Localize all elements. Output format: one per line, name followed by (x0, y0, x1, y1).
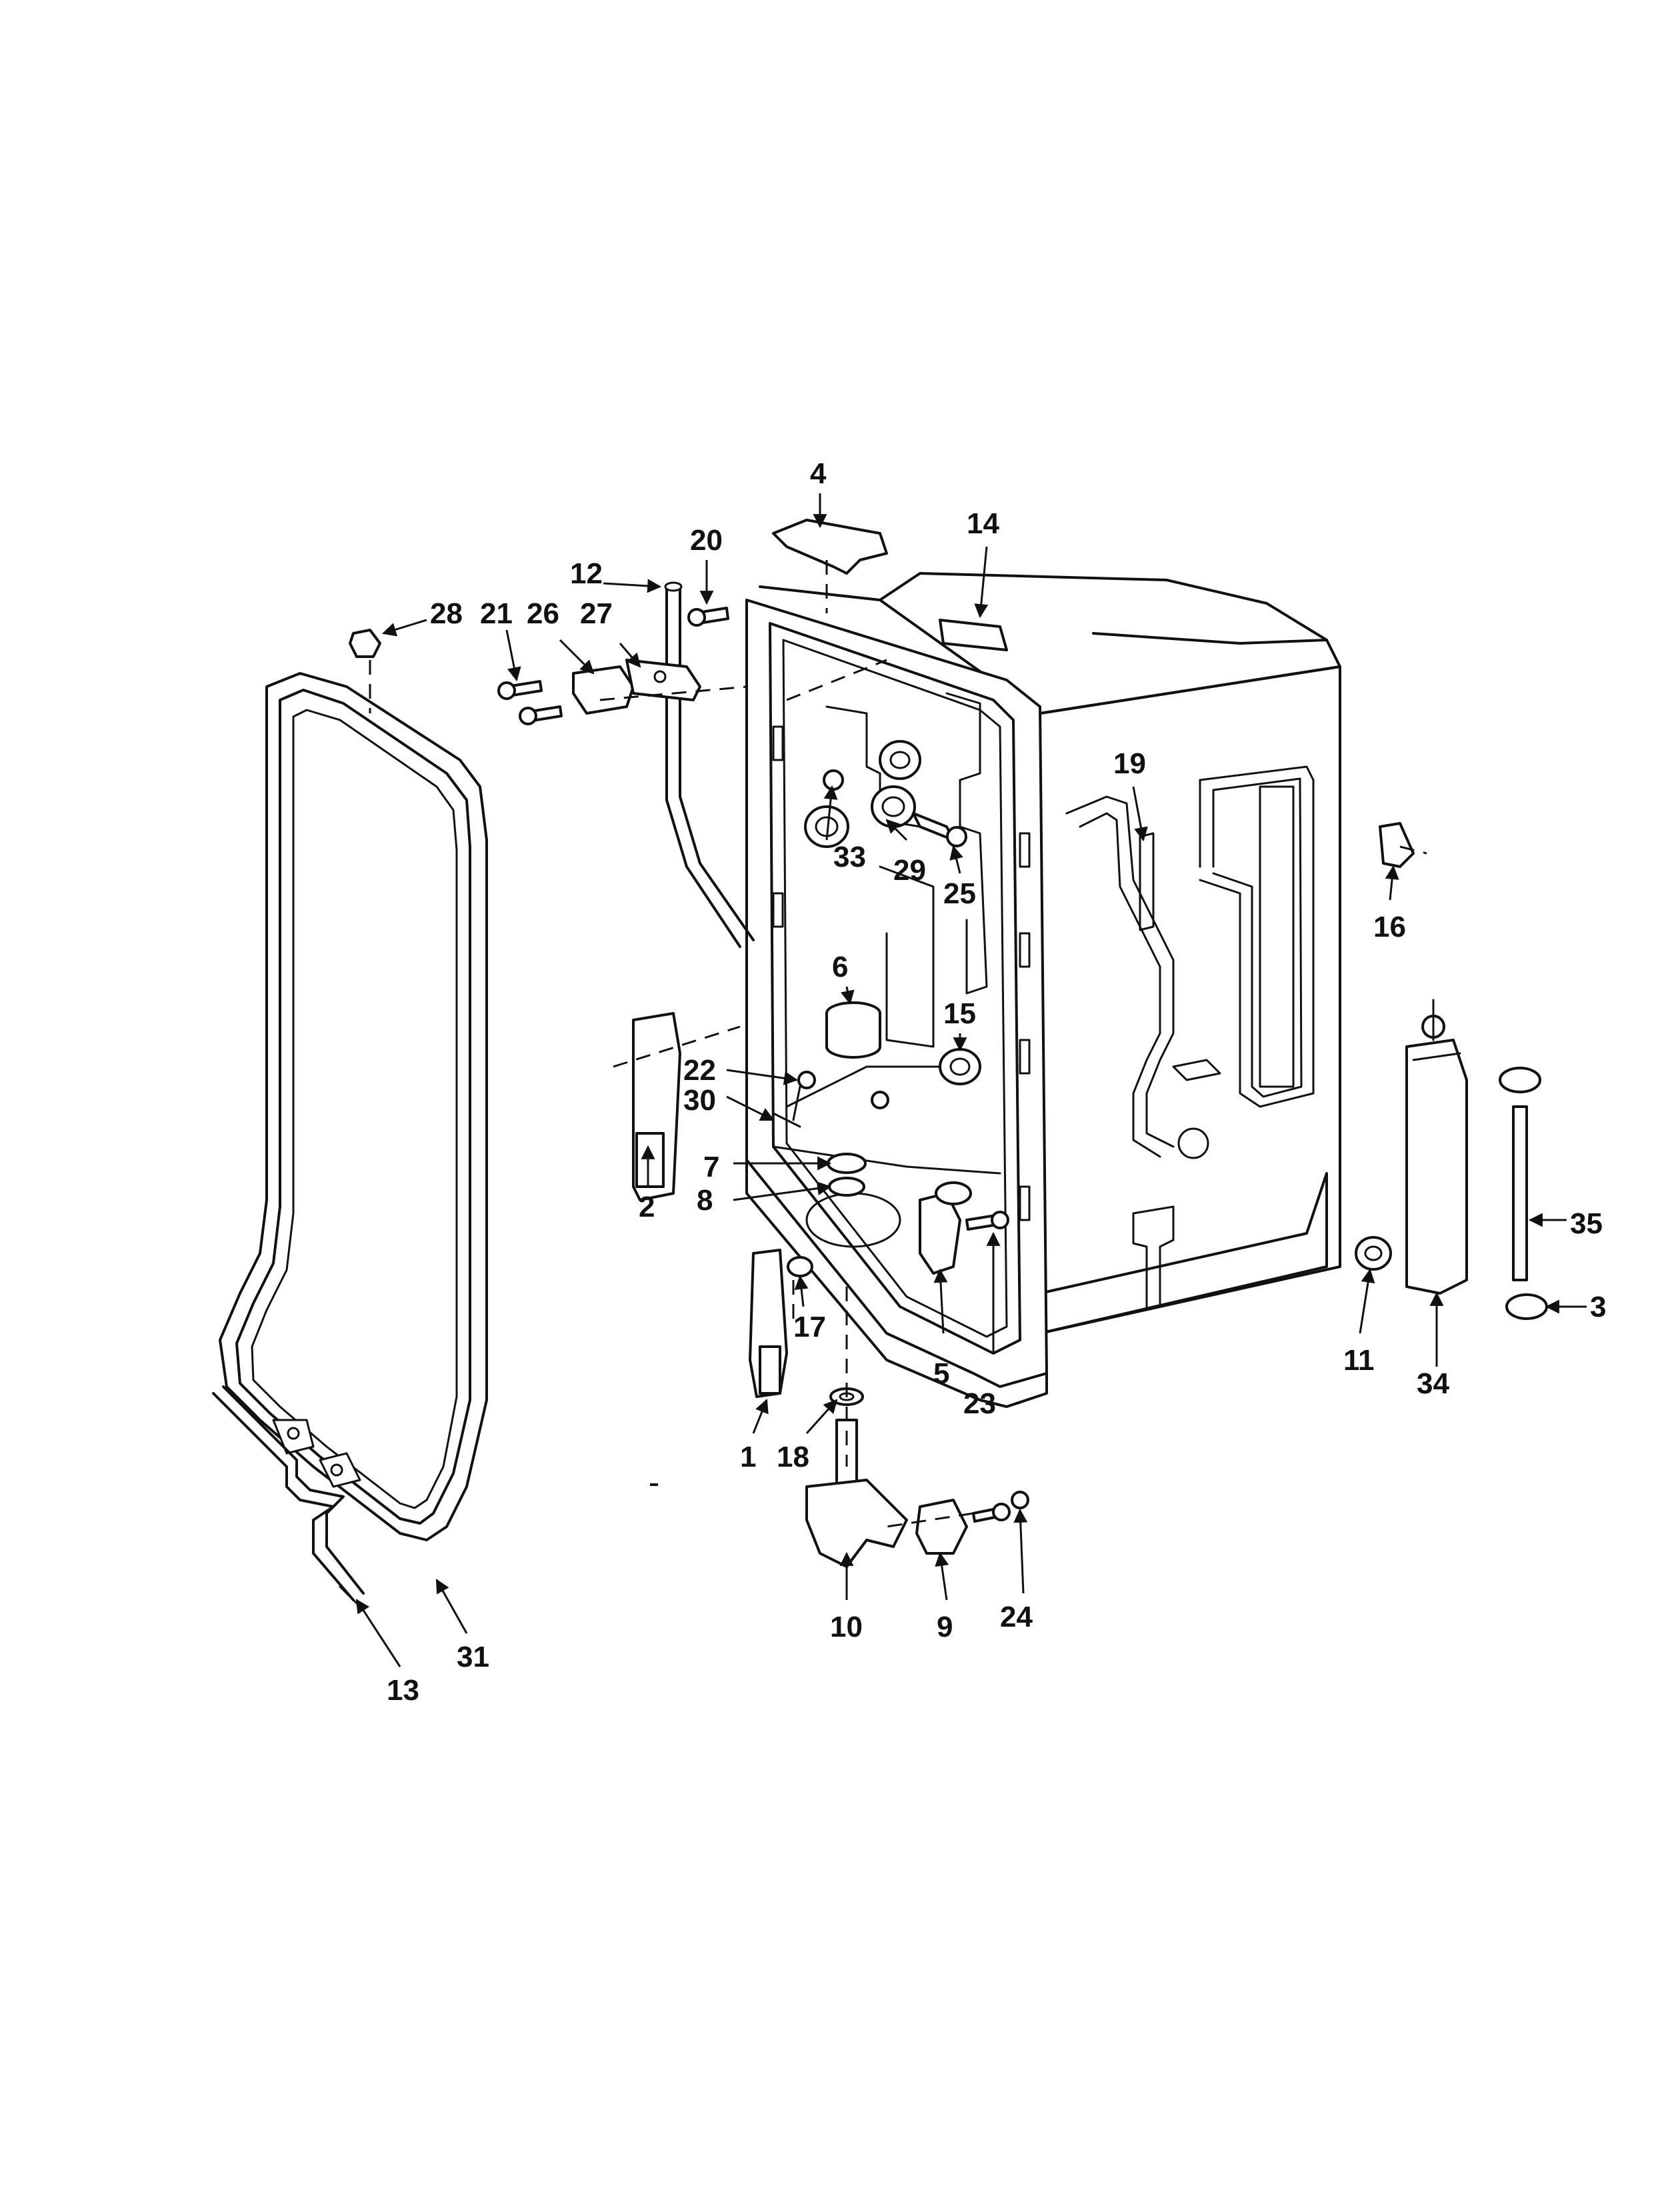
callout-26: 26 (527, 597, 559, 630)
callout-9: 9 (937, 1611, 953, 1643)
callout-28: 28 (430, 597, 463, 630)
callout-13: 13 (387, 1674, 419, 1707)
leader-lines (355, 493, 1587, 1667)
callout-17: 17 (793, 1311, 826, 1343)
callout-1: 1 (740, 1441, 756, 1473)
callout-25: 25 (943, 877, 976, 910)
callout-6: 6 (832, 951, 848, 983)
callout-16: 16 (1373, 911, 1406, 943)
callout-33: 33 (833, 841, 866, 873)
callout-7: 7 (703, 1151, 719, 1183)
callout-31: 31 (457, 1641, 489, 1673)
callout-34: 34 (1417, 1367, 1449, 1400)
callout-2: 2 (639, 1191, 655, 1223)
callout-22: 22 (683, 1054, 716, 1087)
callout-labels: 1 2 3 4 5 6 7 8 9 10 11 12 13 14 15 16 1… (387, 457, 1606, 1707)
callout-19: 19 (1113, 747, 1146, 780)
callout-18: 18 (777, 1441, 809, 1473)
callout-4: 4 (810, 457, 827, 490)
door-gasket (219, 672, 488, 1541)
callout-3: 3 (1590, 1291, 1606, 1323)
callout-29: 29 (893, 854, 926, 887)
alignment-lines (369, 560, 1427, 1528)
callout-15: 15 (943, 997, 976, 1030)
callout-30: 30 (683, 1084, 716, 1117)
callout-10: 10 (830, 1611, 863, 1643)
tub-assembly (745, 572, 1341, 1408)
callout-12: 12 (570, 557, 603, 590)
callout-20: 20 (690, 524, 723, 557)
stray-mark (650, 1483, 658, 1486)
callout-14: 14 (967, 507, 999, 540)
callout-23: 23 (963, 1387, 996, 1420)
callout-5: 5 (933, 1357, 949, 1390)
callout-8: 8 (697, 1184, 713, 1217)
callout-24: 24 (1000, 1601, 1033, 1633)
hose (664, 581, 755, 948)
callout-11: 11 (1343, 1344, 1375, 1377)
callout-35: 35 (1570, 1207, 1603, 1240)
callout-21: 21 (480, 597, 513, 630)
hardware-parts (349, 519, 1548, 1568)
callout-27: 27 (580, 597, 613, 630)
